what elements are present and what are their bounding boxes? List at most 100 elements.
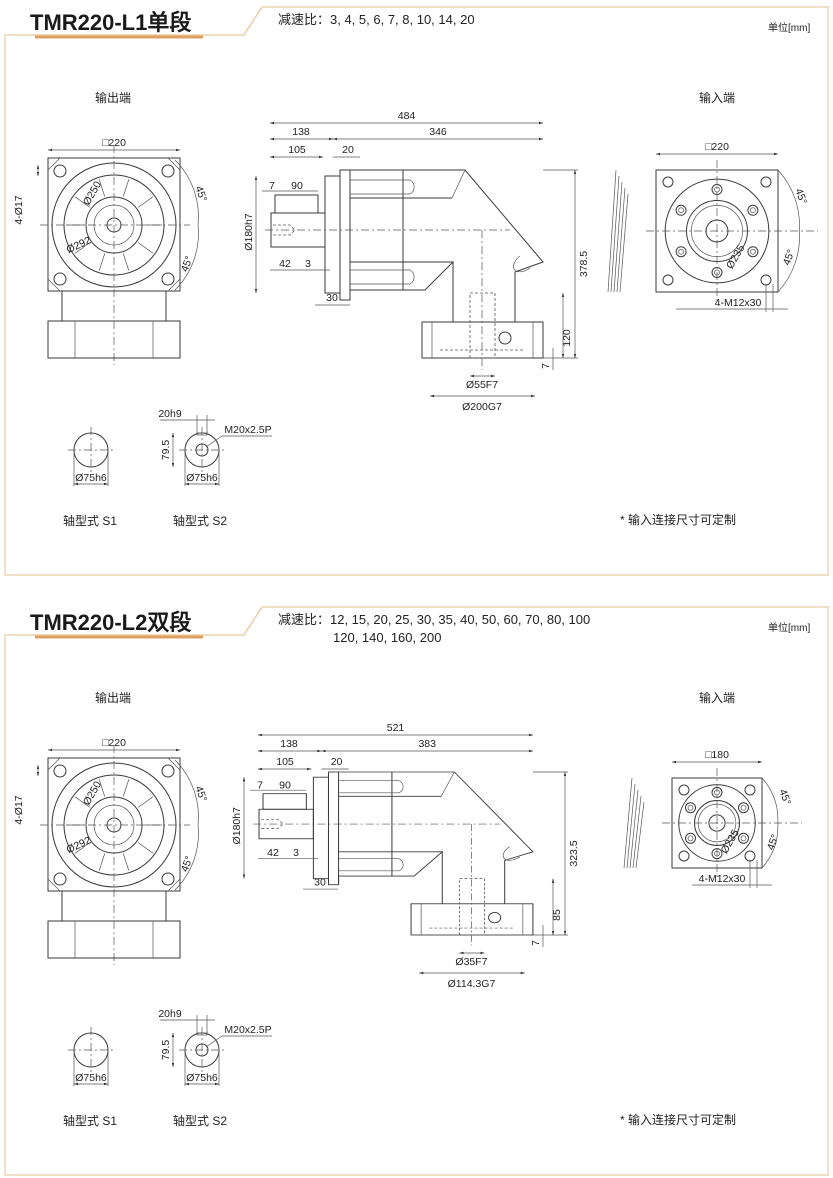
input-base [421, 321, 544, 359]
input-end-label: 输入端 [699, 690, 735, 705]
bolt-hole [738, 802, 750, 814]
corner-hole [744, 850, 756, 862]
flange-step [339, 169, 351, 301]
corner-hole [760, 176, 772, 188]
angle-top-label: 45° [192, 784, 209, 803]
dim-flange-thk-label: 30 [326, 292, 338, 304]
angle-arc [761, 777, 779, 869]
dim-key-len-label: 90 [279, 779, 291, 791]
rib [74, 196, 90, 208]
dim-front-label: 138 [280, 738, 298, 750]
bolt-hole [675, 204, 687, 216]
dim-shaft-a-label: 42 [279, 258, 291, 270]
dim-s2-height-label: 79.5 [160, 1040, 172, 1061]
dim-shaft-b-label: 3 [305, 258, 311, 270]
mounting-hole [53, 272, 67, 286]
dim-shaft-b-label: 3 [293, 847, 299, 859]
dim-s2-dia-label: Ø75h6 [186, 472, 218, 484]
rib [98, 853, 106, 871]
adapter-hatch [610, 175, 620, 293]
dim-pcd-label: Ø235 [724, 243, 747, 271]
bolt-hole-inner [740, 804, 747, 811]
gear-housing [349, 169, 544, 322]
rib [98, 253, 106, 271]
section-title: TMR220-L1单段 [30, 10, 191, 35]
angle-arc [174, 159, 199, 291]
dim-key-len-label: 90 [291, 180, 303, 192]
dim-screws-label: 4-M12x30 [699, 873, 746, 885]
flange-step [327, 771, 340, 886]
dim-s2-key-label: 20h9 [158, 1008, 182, 1020]
unit-label: 单位[mm] [768, 621, 810, 634]
section-2: TMR220-L2双段 减速比：12, 15, 20, 25, 30, 35, 4… [4, 606, 829, 1176]
dim-pcd-label: Ø235 [719, 827, 742, 855]
dim-input-step-label: 7 [530, 940, 542, 946]
dim-square-label: □220 [705, 141, 729, 153]
gear-housing [338, 771, 534, 904]
output-end-label: 输出端 [95, 90, 131, 105]
mounting-hole [53, 164, 67, 178]
bolt-hole-inner [687, 835, 694, 842]
shaft-keyway [274, 194, 319, 214]
reduction-ratios: 减速比：12, 15, 20, 25, 30, 35, 40, 50, 60, … [278, 612, 590, 627]
shaft-thread [261, 819, 284, 829]
dim-flange-label: Ø292 [65, 834, 93, 856]
leader [205, 1035, 223, 1048]
dim-flange-label: Ø292 [65, 234, 93, 256]
adapter-hatch [632, 795, 642, 869]
dim-input-pilot-label: Ø114.3G7 [448, 978, 496, 990]
housing-detail [451, 169, 531, 273]
shaft-s1-label: 轴型式 S1 [63, 513, 117, 528]
corner-hole [662, 176, 674, 188]
bolt-hole [684, 832, 696, 844]
corner-hole [760, 274, 772, 286]
bolt-hole-inner [750, 207, 756, 214]
rib [122, 179, 130, 197]
dim-pcd-label: Ø250 [81, 179, 104, 207]
chamfers [47, 157, 181, 292]
mounting-hole [161, 764, 175, 778]
adapter-hatch [607, 169, 617, 293]
frame-slant [243, 606, 263, 636]
shaft-s1-label: 轴型式 S1 [63, 1113, 117, 1128]
dim-s2-thread-label: M20x2.5P [224, 424, 271, 436]
rib [98, 179, 106, 197]
dim-key-offset-label: 7 [257, 779, 263, 791]
dim-flange-thk-label: 30 [314, 877, 326, 889]
dim-s2-key-label: 20h9 [158, 408, 182, 420]
bolt-hole-inner [678, 207, 684, 214]
rib [138, 196, 154, 208]
shaft-s2-label: 轴型式 S2 [173, 513, 227, 528]
dim-shaft-a-label: 42 [267, 847, 279, 859]
side-geometry [252, 771, 534, 946]
dim-s1-dia-label: Ø75h6 [75, 472, 107, 484]
adapter-hatch [616, 187, 626, 293]
rib [138, 242, 154, 254]
rib [74, 796, 90, 808]
reduction-ratios: 减速比：3, 4, 5, 6, 7, 8, 10, 14, 20 [278, 12, 475, 27]
corner-hole [678, 784, 690, 796]
angle-top-label: 45° [776, 788, 793, 807]
dim-shaft-len-label: 105 [288, 144, 306, 156]
housing-slots [338, 780, 404, 872]
housing-slots [350, 179, 415, 285]
dim-holes-label: 4-Ø17 [13, 195, 25, 224]
dim-flange-step-label: 20 [331, 756, 343, 768]
output-housing-base [47, 320, 181, 359]
dim-square-label: □220 [102, 137, 126, 149]
input-bore [469, 292, 496, 359]
angle-arc [174, 759, 199, 891]
dim-total-label: 484 [398, 110, 416, 122]
frame-slant [243, 6, 263, 36]
dim-screws-label: 4-M12x30 [715, 297, 762, 309]
dim-square-label: □220 [102, 737, 126, 749]
section-title: TMR220-L2双段 [30, 610, 191, 635]
rib [122, 253, 130, 271]
